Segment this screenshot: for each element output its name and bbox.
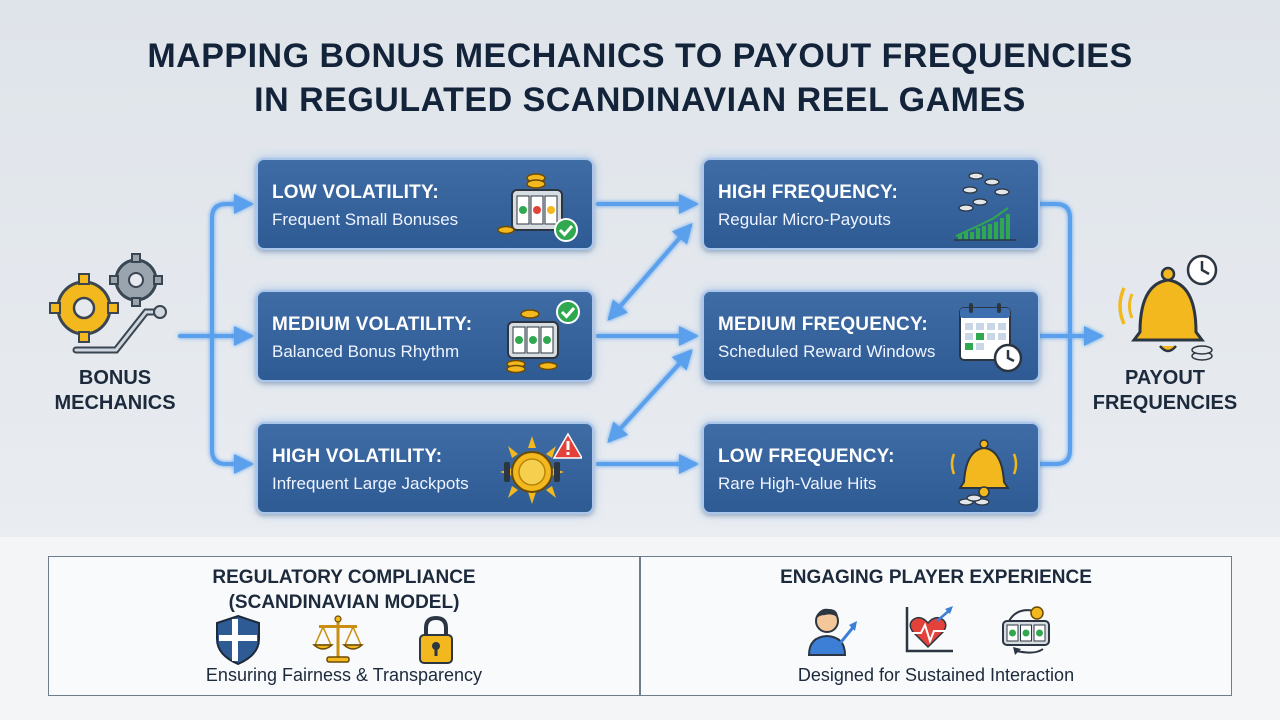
player-experience-panel: ENGAGING PLAYER EXPERIENCE Designed for … xyxy=(640,556,1232,696)
box-subtitle: Regular Micro-Payouts xyxy=(718,210,891,229)
medium-frequency-box[interactable]: MEDIUM FREQUENCY: Scheduled Reward Windo… xyxy=(702,290,1040,382)
slot-machine-check-icon xyxy=(506,300,580,374)
title-line-2: IN REGULATED SCANDINAVIAN REEL GAMES xyxy=(254,81,1026,119)
bell-clock-icon xyxy=(1118,254,1218,361)
high-frequency-box[interactable]: HIGH FREQUENCY: Regular Micro-Payouts xyxy=(702,158,1040,250)
diagram-title: MAPPING BONUS MECHANICS TO PAYOUT FREQUE… xyxy=(0,34,1280,122)
nordic-shield-icon xyxy=(216,614,260,666)
box-title: HIGH FREQUENCY: xyxy=(718,182,898,203)
coins-growth-chart-icon xyxy=(954,172,1016,241)
panel-heading: REGULATORY COMPLIANCE xyxy=(212,567,476,588)
balance-scale-icon xyxy=(312,615,364,663)
box-title: MEDIUM FREQUENCY: xyxy=(718,314,928,335)
panel-footer: Designed for Sustained Interaction xyxy=(797,665,1075,685)
padlock-icon xyxy=(419,615,453,664)
arrow-cross-lower xyxy=(607,349,693,443)
box-subtitle: Balanced Bonus Rhythm xyxy=(272,342,460,361)
payout-frequencies-label: PAYOUT FREQUENCIES xyxy=(1092,367,1238,414)
panel-footer: Ensuring Fairness & Transparency xyxy=(205,665,483,685)
heartbeat-chart-icon xyxy=(905,606,953,653)
jackpot-warning-icon xyxy=(500,432,582,504)
box-title: LOW VOLATILITY: xyxy=(272,182,439,203)
low-volatility-box[interactable]: LOW VOLATILITY: Frequent Small Bonuses xyxy=(256,158,594,250)
high-volatility-box[interactable]: HIGH VOLATILITY: Infrequent Large Jackpo… xyxy=(256,422,594,514)
box-title: LOW FREQUENCY: xyxy=(718,446,895,467)
bonus-mechanics-label: BONUS MECHANICS xyxy=(54,367,176,414)
regulatory-compliance-panel: REGULATORY COMPLIANCE (SCANDINAVIAN MODE… xyxy=(48,556,640,696)
box-subtitle: Rare High-Value Hits xyxy=(718,474,877,493)
medium-volatility-box[interactable]: MEDIUM VOLATILITY: Balanced Bonus Rhythm xyxy=(256,290,594,382)
gears-icon xyxy=(49,253,167,354)
bell-coins-icon xyxy=(950,439,1018,506)
slot-machine-check-icon xyxy=(497,173,578,242)
box-title: MEDIUM VOLATILITY: xyxy=(272,314,473,335)
reel-cycle-icon xyxy=(1002,606,1050,655)
arrow-cross-upper xyxy=(607,222,693,322)
box-subtitle: Frequent Small Bonuses xyxy=(272,210,459,229)
box-title: HIGH VOLATILITY: xyxy=(272,446,443,467)
player-icon xyxy=(807,608,857,656)
panel-subheading: (SCANDINAVIAN MODEL) xyxy=(228,592,460,613)
title-line-1: MAPPING BONUS MECHANICS TO PAYOUT FREQUE… xyxy=(147,37,1133,75)
arrow-mechanics-to-low xyxy=(210,194,254,338)
arrow-mechanics-to-high xyxy=(210,334,254,474)
low-frequency-box[interactable]: LOW FREQUENCY: Rare High-Value Hits xyxy=(702,422,1040,514)
box-subtitle: Infrequent Large Jackpots xyxy=(272,474,469,493)
box-subtitle: Scheduled Reward Windows xyxy=(718,342,936,361)
flow-arrows xyxy=(178,194,1104,474)
calendar-clock-icon xyxy=(959,303,1023,373)
panel-heading: ENGAGING PLAYER EXPERIENCE xyxy=(780,567,1092,588)
